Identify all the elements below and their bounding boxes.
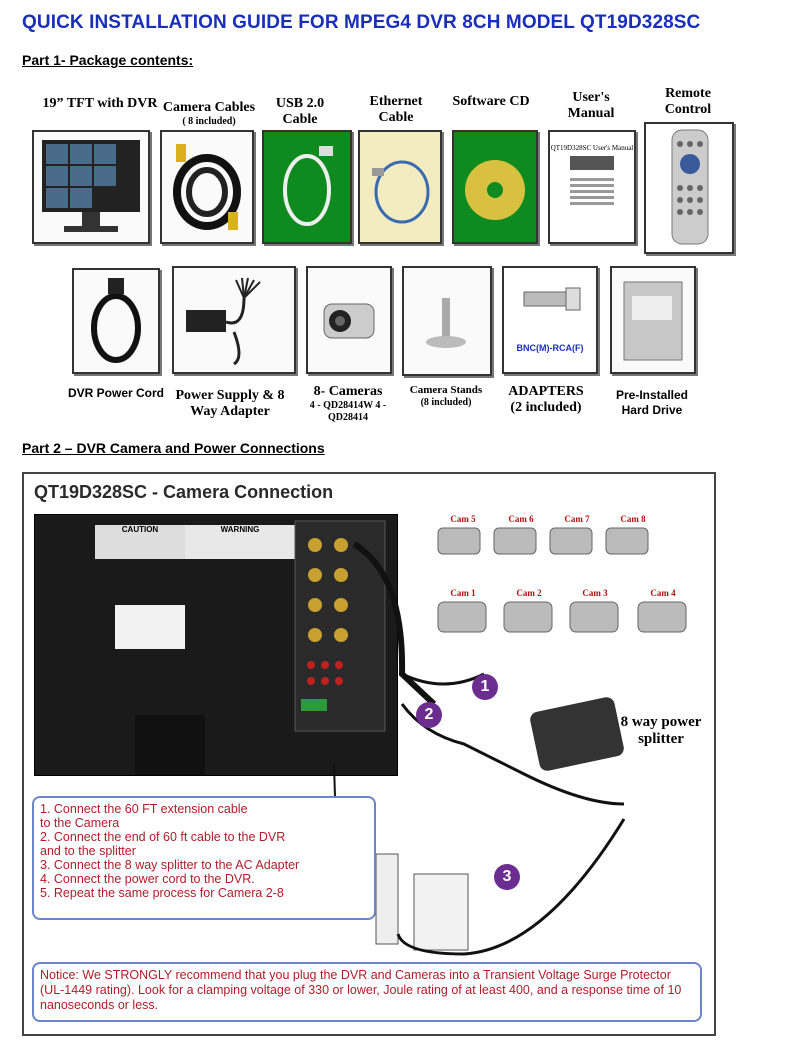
camera-cables-title: Camera Cables	[162, 100, 256, 115]
cameras-title: 8- Cameras	[313, 384, 383, 399]
usb-cable-icon	[283, 146, 333, 226]
cam-label-4: Cam 4	[650, 588, 676, 598]
remote-icon	[671, 129, 709, 245]
warning-label: WARNING	[185, 525, 295, 559]
cam-label-1: Cam 1	[450, 588, 476, 598]
instruction-steps: 1. Connect the 60 FT extension cable to …	[32, 796, 376, 920]
panel-title: QT19D328SC - Camera Connection	[34, 482, 334, 502]
adapters-image: BNC(M)-RCA(F)	[502, 266, 598, 374]
tft-dvr-image	[32, 130, 150, 244]
item-label-users-manual: User's Manual	[567, 90, 615, 121]
notice-text: Notice: We STRONGLY recommend that you p…	[40, 968, 682, 1012]
step-line-7: 5. Repeat the same process for Camera 2-…	[40, 886, 284, 900]
adapter-tag: BNC(M)-RCA(F)	[516, 343, 584, 353]
hard-drive-icon	[623, 281, 683, 361]
cam-label-8: Cam 8	[620, 514, 646, 524]
item-label-adapters: ADAPTERS (2 included)	[498, 384, 594, 416]
cam-label-6: Cam 6	[508, 514, 534, 524]
cameras-image	[306, 266, 392, 374]
step-line-6: 4. Connect the power cord to the DVR.	[40, 872, 255, 886]
step-line-5: 3. Connect the 8 way splitter to the AC …	[40, 858, 300, 872]
step-line-3: 2. Connect the end of 60 ft cable to the…	[40, 830, 286, 844]
camera-icon	[323, 303, 375, 339]
camera-cables-image	[160, 130, 254, 244]
cd-icon	[465, 160, 525, 220]
cam-label-5: Cam 5	[450, 514, 476, 524]
item-label-usb-cable: USB 2.0 Cable	[275, 96, 325, 127]
cameras-sub: 4 - QD28414W 4 - QD28414	[309, 400, 387, 423]
software-cd-image	[452, 130, 538, 244]
cam-label-2: Cam 2	[516, 588, 542, 598]
step-line-4: and to the splitter	[40, 844, 136, 858]
dvr-sticker	[115, 605, 185, 649]
coiled-cable-icon	[173, 144, 241, 230]
monitor-icon	[42, 140, 140, 232]
bnc-adapter-icon	[523, 287, 581, 311]
remote-control-image	[644, 122, 734, 254]
camera-stands-sub: (8 included)	[420, 397, 472, 408]
hard-drive-image	[610, 266, 696, 374]
ethernet-cable-image	[358, 130, 442, 244]
stand-icon	[426, 298, 466, 348]
item-label-power-supply: Power Supply & 8 Way Adapter	[175, 388, 285, 419]
item-label-camera-cables: Camera Cables ( 8 included)	[156, 100, 262, 128]
item-label-ethernet-cable: Ethernet Cable	[369, 94, 423, 125]
users-manual-image: QT19D328SC User's Manual	[548, 130, 636, 244]
item-label-remote-control: Remote Control	[664, 86, 712, 117]
step-badge-3: 3	[494, 864, 520, 890]
camera-cables-sub: ( 8 included)	[182, 116, 236, 127]
page-title: QUICK INSTALLATION GUIDE FOR MPEG4 DVR 8…	[22, 12, 701, 33]
step-badge-1: 1	[472, 674, 498, 700]
part1-heading: Part 1- Package contents:	[22, 52, 194, 68]
caution-label: CAUTION	[95, 525, 185, 559]
item-label-power-cord: DVR Power Cord	[68, 386, 165, 400]
item-label-hard-drive: Pre-Installed Hard Drive	[615, 388, 689, 417]
part2-heading: Part 2 – DVR Camera and Power Connection…	[22, 440, 325, 456]
surge-notice: Notice: We STRONGLY recommend that you p…	[32, 962, 702, 1022]
item-label-software-cd: Software CD	[452, 94, 530, 109]
usb-cable-image	[262, 130, 352, 244]
manual-cover-text: QT19D328SC User's Manual	[550, 144, 634, 152]
step-line-2: to the Camera	[40, 816, 120, 830]
camera-connection-panel: QT19D328SC - Camera Connection CAUTION W…	[22, 472, 716, 1036]
step-badge-2: 2	[416, 702, 442, 728]
connection-diagram	[333, 527, 687, 956]
adapters-sub: (2 included)	[510, 400, 582, 415]
splitter-label: 8 way power splitter	[620, 714, 702, 747]
item-label-tft-dvr: 19” TFT with DVR	[42, 96, 158, 111]
cam-label-3: Cam 3	[582, 588, 608, 598]
ethernet-cable-icon	[372, 160, 430, 224]
cam-label-7: Cam 7	[564, 514, 590, 524]
dvr-power-cord-image	[72, 268, 160, 374]
camera-stands-image	[402, 266, 492, 376]
camera-stands-title: Camera Stands	[409, 384, 483, 396]
adapters-title: ADAPTERS	[508, 384, 584, 399]
power-supply-image	[172, 266, 296, 374]
manual-icon	[570, 156, 614, 205]
item-label-camera-stands: Camera Stands (8 included)	[398, 384, 494, 409]
item-label-cameras: 8- Cameras 4 - QD28414W 4 - QD28414	[300, 384, 396, 424]
power-cord-icon	[91, 278, 141, 363]
step-line-1: 1. Connect the 60 FT extension cable	[40, 802, 248, 816]
power-adapter-icon	[186, 277, 261, 366]
